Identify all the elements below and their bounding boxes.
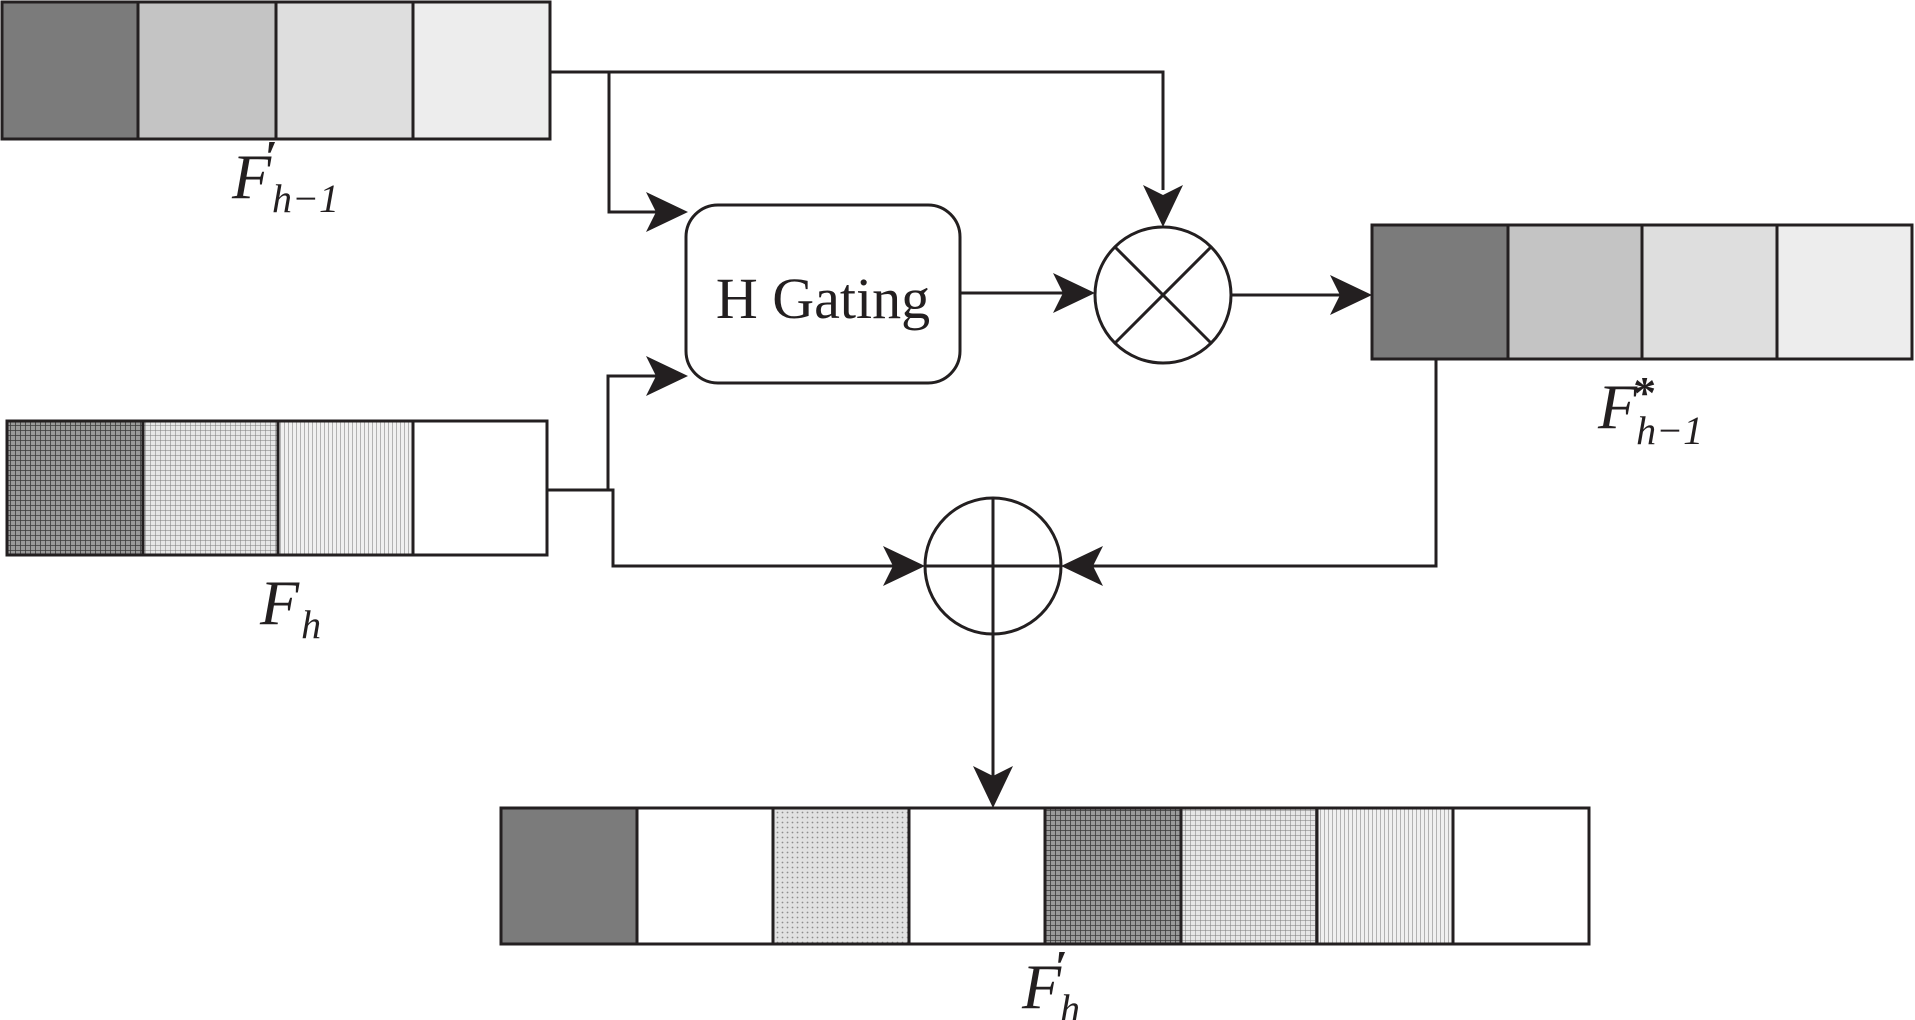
feature-cell (1775, 223, 1914, 361)
label-f-prev: F′h−1 (231, 131, 339, 221)
feature-cell (907, 806, 1047, 946)
feature-map-f-h (5, 419, 549, 557)
arrowhead (1061, 546, 1103, 586)
feature-map-f-out (499, 806, 1591, 946)
feature-cell (274, 0, 415, 141)
add-icon (923, 496, 1063, 636)
feature-cell (1506, 223, 1644, 361)
feature-cell (411, 0, 552, 141)
label-f-out: F′h (1021, 941, 1080, 1020)
feature-cell (1451, 806, 1591, 946)
feature-cell (1315, 806, 1455, 946)
feature-cell (0, 0, 140, 141)
arrowhead (1053, 273, 1095, 313)
feature-cell (1179, 806, 1319, 946)
connector-f-h-out (547, 488, 900, 568)
arrowhead (883, 546, 925, 586)
feature-map-f-star (1370, 223, 1914, 361)
connector-f-h-to-gating (606, 374, 665, 490)
connector-f-prev-out (550, 70, 1165, 190)
feature-cell (1043, 806, 1183, 946)
arrowhead (973, 766, 1013, 808)
arrowhead (1330, 275, 1372, 315)
feature-cell (411, 419, 549, 557)
feature-cell (5, 419, 145, 557)
feature-cell (136, 0, 278, 141)
label-f-star: F*h−1 (1597, 367, 1703, 453)
connector-f-prev-to-gating (607, 72, 665, 214)
h-gating-block: H Gating (684, 203, 962, 385)
multiply-icon (1093, 225, 1233, 365)
arrowhead (646, 192, 688, 232)
arrowhead (646, 356, 688, 396)
feature-cell (499, 806, 639, 946)
feature-cell (635, 806, 775, 946)
feature-cell (1370, 223, 1510, 361)
feature-cell (1640, 223, 1779, 361)
connector-f-star-to-add (1086, 359, 1438, 568)
feature-cell (771, 806, 911, 946)
feature-cell (276, 419, 415, 557)
feature-cell (141, 419, 280, 557)
feature-map-f-prev (0, 0, 552, 141)
arrowhead (1143, 185, 1183, 227)
h-gating-label: H Gating (716, 266, 930, 331)
label-f-h: Fh (259, 567, 321, 647)
